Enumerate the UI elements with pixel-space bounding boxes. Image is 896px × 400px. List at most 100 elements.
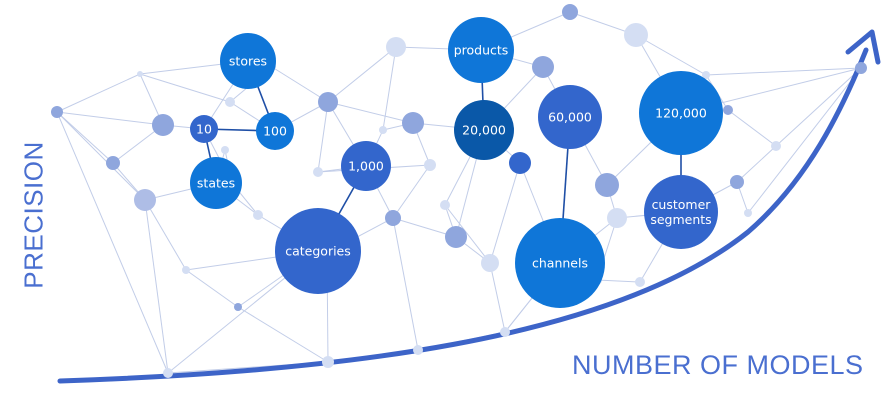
node-circle [454,100,514,160]
network-node [771,141,781,151]
node-label: states [197,176,235,191]
network-node [562,4,578,20]
node-group [51,4,867,378]
network-edge [327,101,414,124]
network-edge [317,101,329,173]
network-edge [56,111,169,374]
labeled-node-n100: 100 [256,112,294,150]
network-edge [185,269,239,308]
node-circle [341,141,391,191]
network-node [440,200,450,210]
network-node [855,62,867,74]
labeled-node-stores: stores [220,33,276,89]
node-circle [538,85,602,149]
growth-arrow-head-lines [845,29,881,65]
network-node [137,71,143,77]
x-axis-title: NUMBER OF MODELS [572,350,864,380]
node-label: segments [650,212,711,227]
network-node [624,23,648,47]
y-axis-title: PRECISION [18,141,49,289]
network-edge [747,67,862,214]
network-node [386,37,406,57]
network-node [500,327,510,337]
network-edge [736,145,777,183]
network-edge [392,217,419,351]
node-circle [639,71,723,155]
network-edge [56,111,114,164]
network-edge [56,73,141,113]
network-edge [596,279,641,283]
network-node [607,208,627,228]
node-label: categories [285,244,351,259]
network-node [221,146,229,154]
network-node [413,345,423,355]
node-label: 120,000 [655,106,707,121]
network-node [163,368,173,378]
labeled-node-products: products [448,17,514,83]
network-edge [237,306,329,363]
network-node [253,210,263,220]
labeled-node-channels: channels [515,218,605,308]
network-node [702,71,710,79]
network-edge [489,262,506,333]
node-circle [220,33,276,89]
network-node [106,156,120,170]
network-edge [489,162,521,264]
node-label: 20,000 [462,123,506,138]
network-node [182,266,190,274]
network-node [51,106,63,118]
node-circle [190,115,218,143]
network-edge [444,204,491,264]
node-label: stores [229,54,267,69]
node-circle [515,218,605,308]
node-label: 10 [196,122,212,137]
network-node [385,210,401,226]
network-edge [775,67,862,147]
network-edge [139,73,231,103]
node-label: channels [532,256,588,271]
network-edge [705,67,862,76]
labeled-node-n120000: 120,000 [639,71,723,155]
node-label: products [454,43,509,58]
labeled-node-categories: categories [275,208,361,294]
network-node [445,226,467,248]
node-circle [275,208,361,294]
network-node [595,173,619,197]
network-edge [392,164,431,219]
network-node [379,126,387,134]
labeled-node-n20000: 20,000 [454,100,514,160]
network-node [509,152,531,174]
network-node [744,209,752,217]
labeled-node-n10: 10 [190,115,218,143]
network-node [234,303,242,311]
network-edge [382,46,397,131]
network-node [481,254,499,272]
network-node [313,167,323,177]
labeled-node-n1000: 1,000 [341,141,391,191]
labeled-node-n60000: 60,000 [538,85,602,149]
network-node [152,114,174,136]
network-node [322,356,334,368]
node-label: customer [652,197,712,212]
node-circle [256,112,294,150]
network-edge [56,111,146,201]
network-node [318,92,338,112]
node-label: 100 [263,124,287,139]
node-label: 60,000 [548,110,592,125]
network-edge [144,199,169,374]
node-circle [190,157,242,209]
labeled-node-states: states [190,157,242,209]
network-node [225,97,235,107]
network-node [730,175,744,189]
network-node [532,56,554,78]
network-edge [635,34,707,76]
network-edge [144,199,187,271]
network-node [402,112,424,134]
network-edge [271,66,329,103]
growth-arrow-curve [57,47,869,384]
node-circle [644,175,718,249]
node-label: 1,000 [348,159,384,174]
